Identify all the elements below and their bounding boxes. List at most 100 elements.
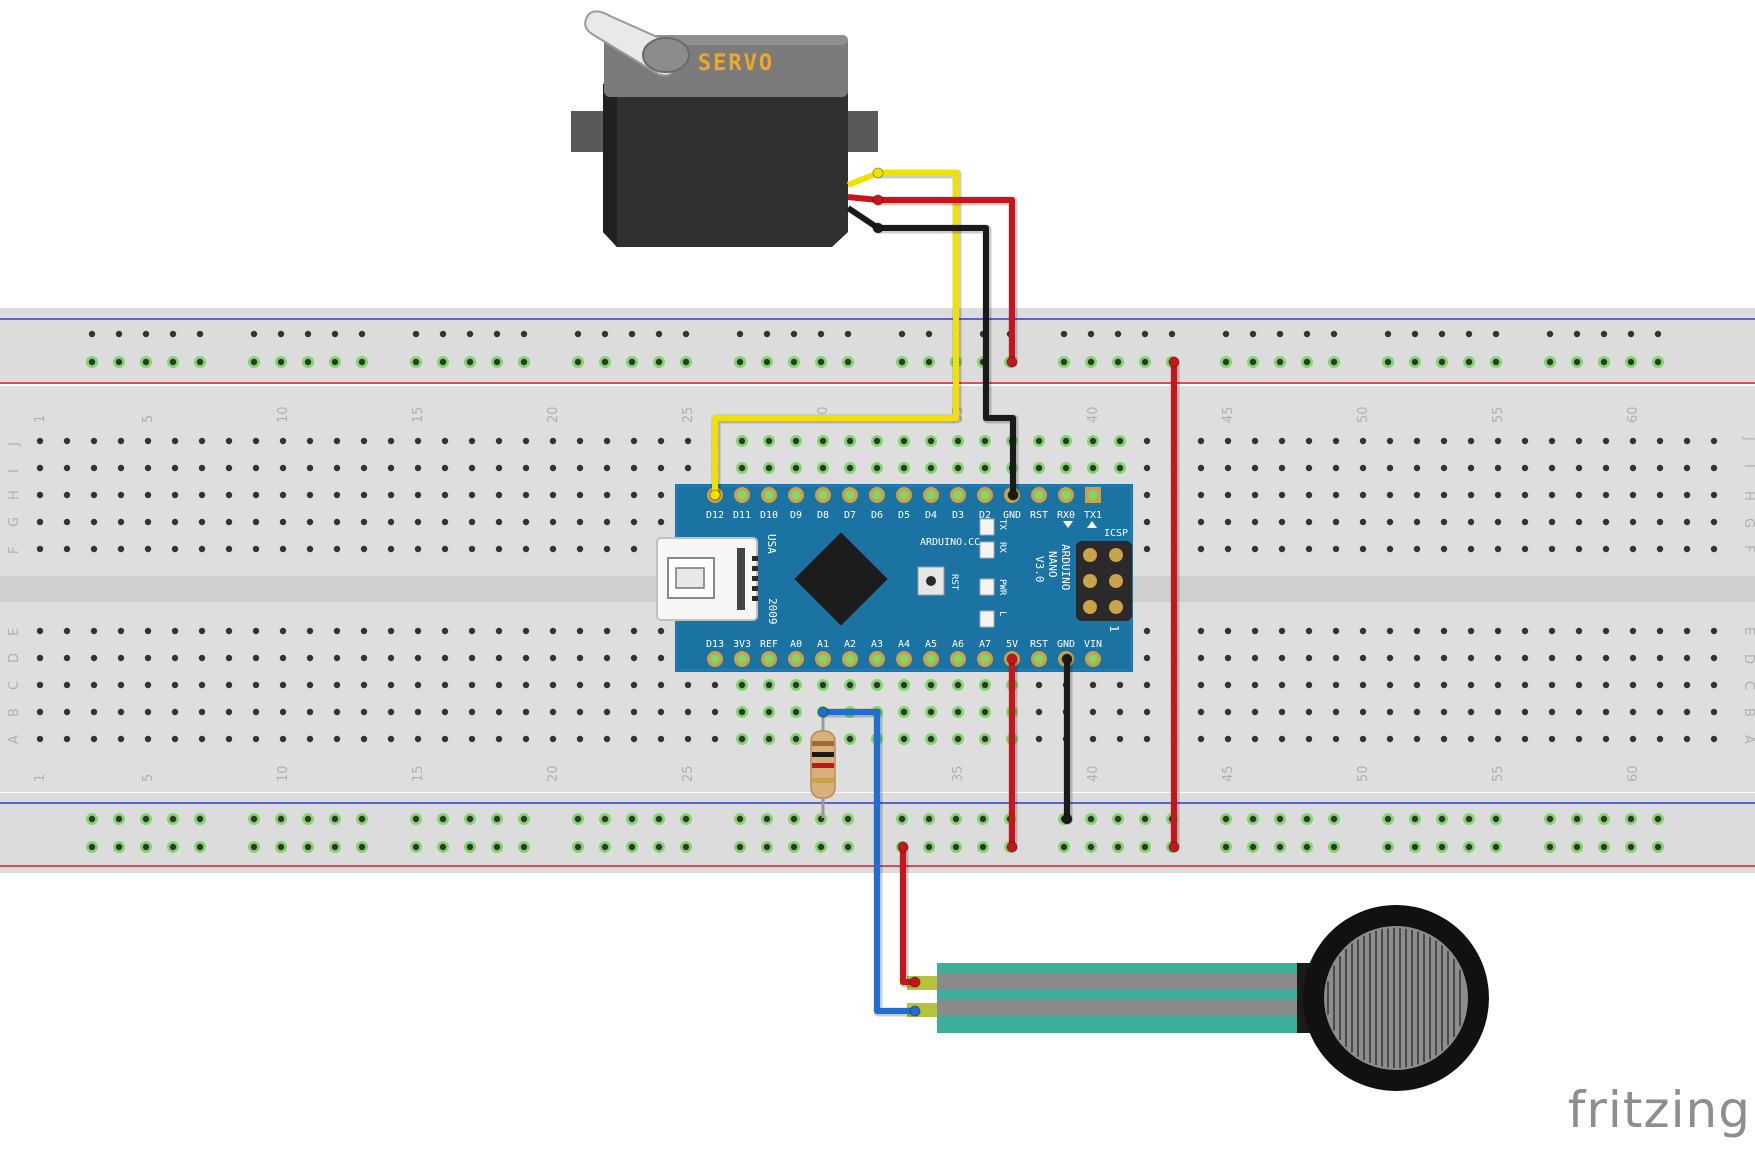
breadboard-hole: [1710, 708, 1718, 716]
nano-pin-label: A6: [952, 639, 964, 650]
rail-hole: [1060, 358, 1068, 366]
breadboard-hole: [1143, 491, 1151, 499]
breadboard-hole: [1278, 708, 1286, 716]
rail-hole: [493, 843, 501, 851]
column-number: 20: [546, 765, 561, 782]
rail-hole: [925, 330, 933, 338]
breadboard-hole: [576, 681, 584, 689]
breadboard-hole: [198, 654, 206, 662]
breadboard-hole: [954, 437, 962, 445]
breadboard-hole: [684, 681, 692, 689]
breadboard-hole: [117, 518, 125, 526]
breadboard-hole: [1629, 654, 1637, 662]
breadboard-hole: [792, 437, 800, 445]
breadboard-hole: [927, 681, 935, 689]
nano-pin-hole: [791, 654, 801, 664]
breadboard-hole: [225, 681, 233, 689]
breadboard-hole: [441, 518, 449, 526]
breadboard-hole: [1332, 491, 1340, 499]
column-number: 5: [141, 774, 156, 782]
servo-power-wire: [875, 197, 1015, 365]
rail-hole: [1654, 815, 1662, 823]
servo-ground-wire-end: [1007, 489, 1019, 501]
breadboard-hole: [1440, 545, 1448, 553]
rail-hole: [1438, 330, 1446, 338]
breadboard-hole: [495, 545, 503, 553]
nano-pin-hole: [818, 490, 828, 500]
rail-hole: [1384, 815, 1392, 823]
breadboard-hole: [1305, 464, 1313, 472]
rail-hole: [439, 358, 447, 366]
breadboard-hole: [1359, 491, 1367, 499]
breadboard-hole: [360, 735, 368, 743]
breadboard-hole: [36, 491, 44, 499]
breadboard-hole: [927, 735, 935, 743]
breadboard-hole: [252, 681, 260, 689]
breadboard-hole: [1386, 491, 1394, 499]
breadboard-hole: [1062, 437, 1070, 445]
breadboard-hole: [1494, 735, 1502, 743]
breadboard-hole: [1143, 464, 1151, 472]
rail-hole: [628, 843, 636, 851]
breadboard-hole: [387, 735, 395, 743]
breadboard-hole: [468, 735, 476, 743]
row-letter: G: [7, 517, 22, 527]
breadboard-hole: [630, 654, 638, 662]
breadboard-hole: [387, 491, 395, 499]
breadboard-hole: [441, 491, 449, 499]
breadboard-hole: [1062, 464, 1070, 472]
breadboard-hole: [306, 545, 314, 553]
rail-hole: [574, 358, 582, 366]
nano-pin-label: A7: [979, 639, 991, 650]
breadboard-hole: [1089, 681, 1097, 689]
row-letter: H: [7, 490, 22, 500]
column-number: 60: [1626, 406, 1641, 423]
rail-hole: [331, 815, 339, 823]
rail-hole: [979, 815, 987, 823]
breadboard-hole: [1332, 437, 1340, 445]
breadboard-hole: [1305, 627, 1313, 635]
breadboard-hole: [117, 491, 125, 499]
breadboard-hole: [1413, 735, 1421, 743]
breadboard-hole: [1467, 437, 1475, 445]
rail-hole: [1087, 843, 1095, 851]
nano-pin-hole: [1034, 654, 1044, 664]
rail-hole: [1627, 815, 1635, 823]
breadboard-hole: [954, 681, 962, 689]
nano-pin-hole: [1061, 490, 1071, 500]
breadboard-hole: [360, 708, 368, 716]
breadboard-hole: [1224, 491, 1232, 499]
breadboard-hole: [468, 518, 476, 526]
breadboard-hole: [522, 654, 530, 662]
rail-hole: [115, 815, 123, 823]
breadboard-hole: [1224, 708, 1232, 716]
breadboard-hole: [792, 464, 800, 472]
breadboard-hole: [360, 654, 368, 662]
breadboard-hole: [657, 654, 665, 662]
breadboard-hole: [1251, 681, 1259, 689]
breadboard-hole: [738, 681, 746, 689]
breadboard-hole: [1629, 708, 1637, 716]
rail-hole: [277, 358, 285, 366]
breadboard-hole: [1683, 437, 1691, 445]
breadboard-hole: [711, 681, 719, 689]
breadboard-hole: [1683, 464, 1691, 472]
rail-hole: [574, 843, 582, 851]
row-letter: C: [1741, 681, 1755, 690]
rail-hole: [1627, 843, 1635, 851]
breadboard-hole: [522, 464, 530, 472]
breadboard-hole: [1602, 518, 1610, 526]
breadboard-hole: [738, 437, 746, 445]
rail-hole: [1222, 358, 1230, 366]
breadboard-hole: [36, 735, 44, 743]
breadboard-hole: [549, 627, 557, 635]
rail-bridge-wire-end: [1168, 356, 1180, 368]
breadboard-hole: [1359, 545, 1367, 553]
breadboard-hole: [1467, 545, 1475, 553]
breadboard-hole: [1413, 708, 1421, 716]
rail-hole: [655, 843, 663, 851]
breadboard-hole: [684, 437, 692, 445]
row-letter: A: [1741, 735, 1755, 744]
breadboard-hole: [1035, 708, 1043, 716]
rail-hole: [1627, 358, 1635, 366]
